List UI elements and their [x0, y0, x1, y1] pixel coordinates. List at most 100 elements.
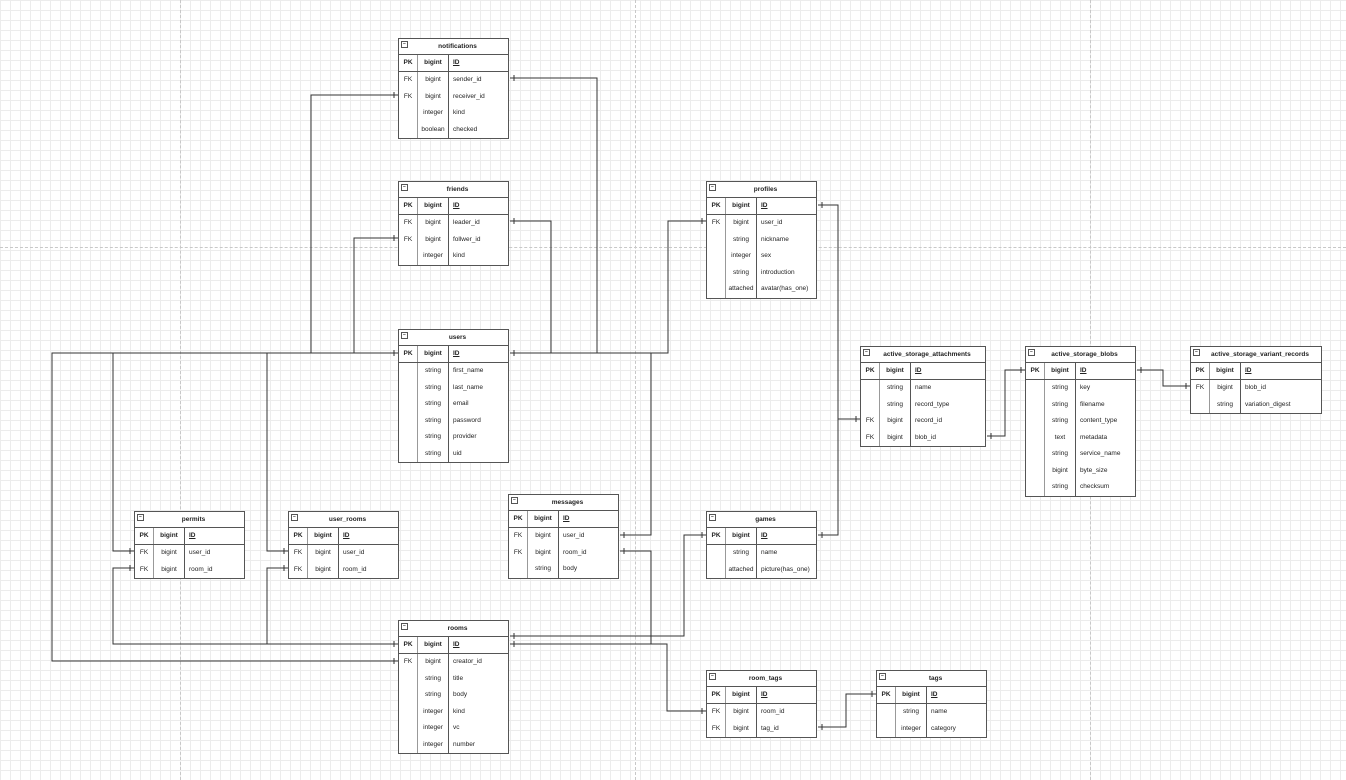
table-row[interactable]: integer kind — [399, 703, 508, 720]
table-permits[interactable]: − permits PK bigint ID FK bigint user_id… — [134, 511, 245, 579]
table-games[interactable]: − games PK bigint ID string name attache… — [706, 511, 817, 579]
table-row[interactable]: FK bigint creator_id — [399, 654, 508, 671]
collapse-icon[interactable]: − — [879, 673, 886, 680]
table-row[interactable]: string variation_digest — [1191, 396, 1321, 413]
table-row[interactable]: string key — [1026, 380, 1135, 397]
table-header[interactable]: − notifications — [399, 39, 508, 55]
table-rooms[interactable]: − rooms PK bigint ID FK bigint creator_i… — [398, 620, 509, 754]
collapse-icon[interactable]: − — [709, 673, 716, 680]
table-row[interactable]: FK bigint follwer_id — [399, 231, 508, 248]
relationship-line[interactable] — [510, 643, 706, 712]
table-header[interactable]: − profiles — [707, 182, 816, 198]
table-row[interactable]: integer kind — [399, 248, 508, 265]
table-active-storage-attachments[interactable]: − active_storage_attachments PK bigint I… — [860, 346, 986, 447]
table-header[interactable]: − permits — [135, 512, 244, 528]
relationship-line[interactable] — [987, 369, 1025, 437]
table-row[interactable]: PK bigint ID — [399, 198, 508, 215]
collapse-icon[interactable]: − — [291, 514, 298, 521]
table-row[interactable]: string body — [509, 561, 618, 578]
table-active-storage-variant-records[interactable]: − active_storage_variant_records PK bigi… — [1190, 346, 1322, 414]
table-row[interactable]: FK bigint room_id — [135, 561, 244, 578]
table-row[interactable]: PK bigint ID — [509, 511, 618, 528]
table-row[interactable]: string name — [707, 545, 816, 562]
table-row[interactable]: string name — [877, 704, 986, 721]
collapse-icon[interactable]: − — [863, 349, 870, 356]
table-row[interactable]: PK bigint ID — [399, 637, 508, 654]
collapse-icon[interactable]: − — [401, 332, 408, 339]
table-header[interactable]: − rooms — [399, 621, 508, 637]
table-row[interactable]: FK bigint blob_id — [861, 429, 985, 446]
table-row[interactable]: bigint byte_size — [1026, 462, 1135, 479]
table-row[interactable]: FK bigint sender_id — [399, 72, 508, 89]
relationship-line[interactable] — [1137, 369, 1190, 387]
table-row[interactable]: integer category — [877, 720, 986, 737]
table-row[interactable]: FK bigint blob_id — [1191, 380, 1321, 397]
table-row[interactable]: string content_type — [1026, 413, 1135, 430]
table-header[interactable]: − games — [707, 512, 816, 528]
table-row[interactable]: PK bigint ID — [1191, 363, 1321, 380]
table-row[interactable]: string name — [861, 380, 985, 397]
table-row[interactable]: FK bigint user_id — [707, 215, 816, 232]
table-tags[interactable]: − tags PK bigint ID string name integer … — [876, 670, 987, 738]
table-row[interactable]: text metadata — [1026, 429, 1135, 446]
table-friends[interactable]: − friends PK bigint ID FK bigint leader_… — [398, 181, 509, 266]
table-row[interactable]: string title — [399, 670, 508, 687]
table-row[interactable]: integer number — [399, 736, 508, 753]
table-row[interactable]: string checksum — [1026, 479, 1135, 496]
relationship-line[interactable] — [818, 693, 876, 728]
table-row[interactable]: PK bigint ID — [707, 528, 816, 545]
relationship-line[interactable] — [818, 204, 860, 420]
collapse-icon[interactable]: − — [1193, 349, 1200, 356]
relationship-line[interactable] — [510, 352, 652, 536]
table-row[interactable]: FK bigint user_id — [135, 545, 244, 562]
table-row[interactable]: FK bigint record_id — [861, 413, 985, 430]
table-row[interactable]: string last_name — [399, 379, 508, 396]
table-row[interactable]: string uid — [399, 445, 508, 462]
relationship-line[interactable] — [510, 534, 706, 637]
table-row[interactable]: string nickname — [707, 231, 816, 248]
table-row[interactable]: PK bigint ID — [135, 528, 244, 545]
table-row[interactable]: string service_name — [1026, 446, 1135, 463]
table-row[interactable]: integer vc — [399, 720, 508, 737]
table-row[interactable]: string introduction — [707, 264, 816, 281]
table-row[interactable]: string email — [399, 396, 508, 413]
table-row[interactable]: string body — [399, 687, 508, 704]
relationship-line[interactable] — [353, 237, 398, 354]
table-row[interactable]: FK bigint room_id — [707, 704, 816, 721]
table-row[interactable]: PK bigint ID — [289, 528, 398, 545]
relationship-line[interactable] — [510, 220, 706, 354]
collapse-icon[interactable]: − — [511, 497, 518, 504]
table-row[interactable]: PK bigint ID — [877, 687, 986, 704]
table-row[interactable]: PK bigint ID — [861, 363, 985, 380]
relationship-line[interactable] — [818, 419, 839, 536]
table-row[interactable]: FK bigint receiver_id — [399, 88, 508, 105]
table-notifications[interactable]: − notifications PK bigint ID FK bigint s… — [398, 38, 509, 139]
table-row[interactable]: FK bigint room_id — [509, 544, 618, 561]
relationship-line[interactable] — [510, 77, 598, 354]
table-row[interactable]: string filename — [1026, 396, 1135, 413]
table-header[interactable]: − messages — [509, 495, 618, 511]
collapse-icon[interactable]: − — [401, 41, 408, 48]
table-row[interactable]: integer sex — [707, 248, 816, 265]
table-row[interactable]: boolean checked — [399, 121, 508, 138]
relationship-line[interactable] — [510, 220, 552, 354]
table-row[interactable]: attached avatar(has_one) — [707, 281, 816, 298]
table-row[interactable]: string first_name — [399, 363, 508, 380]
table-header[interactable]: − users — [399, 330, 508, 346]
relationship-line[interactable] — [51, 352, 398, 662]
table-row[interactable]: string provider — [399, 429, 508, 446]
table-messages[interactable]: − messages PK bigint ID FK bigint user_i… — [508, 494, 619, 579]
table-row[interactable]: FK bigint leader_id — [399, 215, 508, 232]
table-profiles[interactable]: − profiles PK bigint ID FK bigint user_i… — [706, 181, 817, 299]
collapse-icon[interactable]: − — [709, 514, 716, 521]
table-row[interactable]: attached picture(has_one) — [707, 561, 816, 578]
table-row[interactable]: PK bigint ID — [399, 55, 508, 72]
collapse-icon[interactable]: − — [1028, 349, 1035, 356]
table-row[interactable]: PK bigint ID — [707, 687, 816, 704]
table-row[interactable]: FK bigint room_id — [289, 561, 398, 578]
table-users[interactable]: − users PK bigint ID string first_name s… — [398, 329, 509, 463]
relationship-line[interactable] — [266, 567, 398, 645]
table-header[interactable]: − tags — [877, 671, 986, 687]
table-room-tags[interactable]: − room_tags PK bigint ID FK bigint room_… — [706, 670, 817, 738]
table-header[interactable]: − friends — [399, 182, 508, 198]
